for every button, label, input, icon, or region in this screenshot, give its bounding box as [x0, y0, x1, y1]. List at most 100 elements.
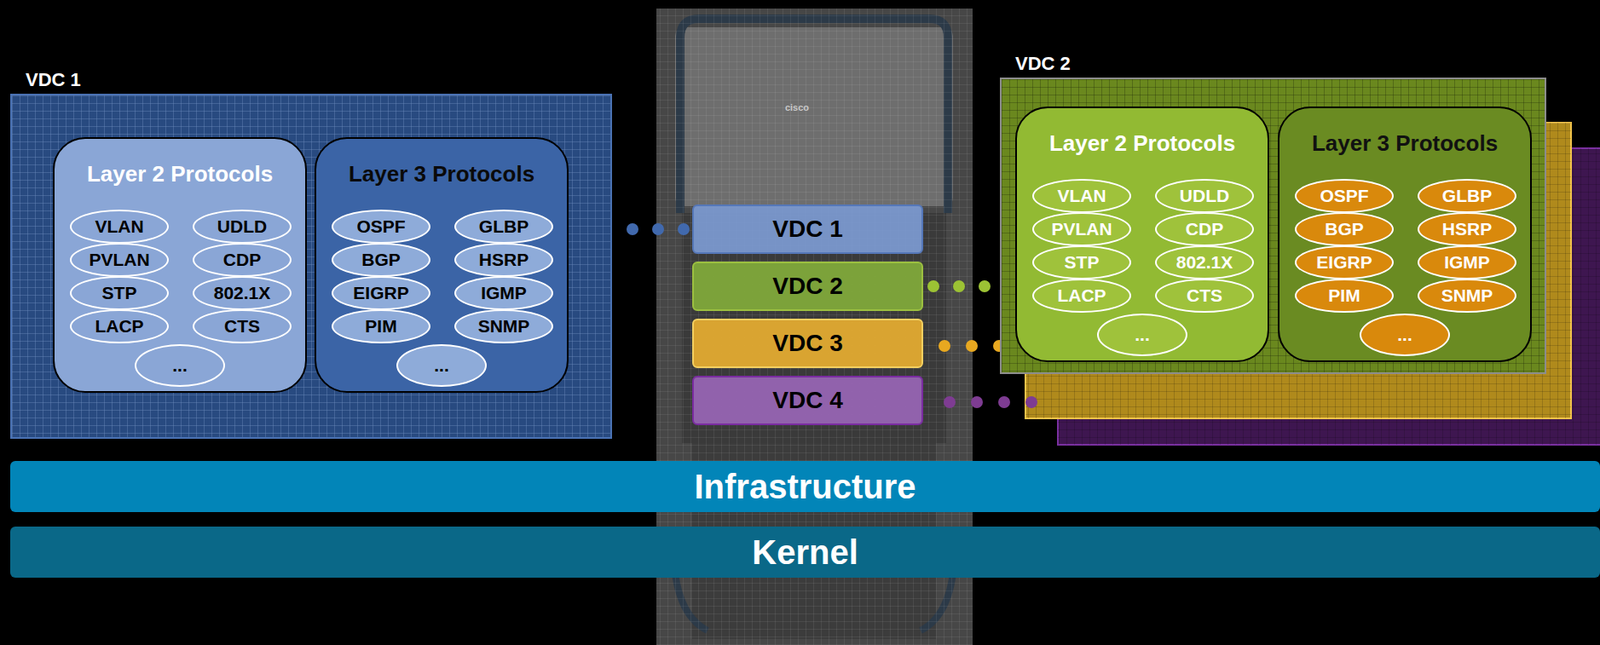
- protocol-group: Layer 2 ProtocolsVLAN UDLD PVLAN CDP STP 802.…: [1015, 106, 1270, 363]
- protocol-ellipse: VLAN: [1032, 179, 1132, 214]
- protocol-ellipse: HSRP: [1417, 212, 1517, 247]
- dotted-connector: [622, 223, 684, 236]
- protocol-name: PIM: [1328, 285, 1360, 307]
- protocol-name: IGMP: [1444, 252, 1491, 273]
- protocol-ellipse: ...: [396, 344, 487, 388]
- layer-label: Infrastructure: [693, 467, 916, 507]
- group-heading: Layer 3 Protocols: [1279, 108, 1531, 156]
- protocol-ellipse: IGMP: [1417, 245, 1517, 280]
- protocol-ellipse: CTS: [192, 309, 292, 344]
- protocol-ellipse: STP: [1032, 245, 1132, 280]
- protocol-ellipse: VLAN: [69, 209, 169, 244]
- protocol-name: VLAN: [94, 216, 144, 237]
- dotted-connector: [933, 280, 992, 293]
- protocol-ellipse: CDP: [192, 242, 292, 278]
- protocol-name: BGP: [361, 249, 401, 271]
- panel-label: VDC 1: [25, 69, 624, 92]
- protocol-name: EIGRP: [1316, 252, 1372, 273]
- protocol-name: PIM: [364, 316, 397, 337]
- protocol-name: HSRP: [479, 249, 529, 271]
- protocol-ellipse: SNMP: [1417, 278, 1517, 313]
- protocol-name: 802.1X: [1176, 252, 1234, 273]
- protocol-ellipse: ...: [1359, 313, 1450, 357]
- protocol-name: UDLD: [217, 216, 267, 237]
- vdc-panel: VDC 1Layer 2 ProtocolsVLANUDLDPVLANCDPST…: [10, 93, 613, 439]
- protocol-name: GLBP: [1442, 185, 1492, 207]
- protocol-ellipse: OSPF: [331, 209, 431, 244]
- protocol-ellipse: ...: [1097, 313, 1188, 357]
- protocol-name: ...: [172, 355, 188, 376]
- group-heading: Layer 3 Protocols: [316, 138, 567, 187]
- slot-label: VDC 3: [772, 329, 843, 358]
- group-heading: Layer 2 Protocols: [54, 138, 306, 187]
- protocol-ellipse: LACP: [1032, 278, 1132, 313]
- protocol-name: ...: [433, 355, 450, 376]
- protocol-name: STP: [102, 283, 138, 304]
- protocol-ellipse: SNMP: [454, 309, 554, 344]
- protocol-name: CTS: [224, 316, 260, 337]
- protocol-group: Layer 2 ProtocolsVLAN UDLD PVLAN CDP STP 802.…: [52, 137, 307, 393]
- vdc-slot: VDC 2: [692, 261, 924, 312]
- protocol-name: CDP: [223, 249, 261, 271]
- logo-text: cisco: [785, 102, 809, 113]
- panel-label: VDC 2: [1015, 52, 1559, 76]
- protocol-name: 802.1X: [213, 283, 272, 304]
- protocol-ellipse: PVLAN: [1032, 212, 1132, 247]
- protocol-name: CDP: [1185, 219, 1224, 240]
- protocol-name: SNMP: [1441, 285, 1494, 307]
- protocol-ellipse: UDLD: [192, 209, 292, 244]
- protocol-ellipse: 802.1X: [192, 276, 292, 311]
- protocol-name: PVLAN: [88, 249, 150, 271]
- protocol-name: HSRP: [1442, 219, 1492, 240]
- protocol-ellipse: CDP: [1155, 212, 1254, 247]
- protocol-ellipse: HSRP: [454, 242, 554, 278]
- layer-label: Kernel: [751, 533, 859, 572]
- protocol-name: LACP: [1057, 285, 1106, 307]
- protocol-ellipse: UDLD: [1155, 179, 1254, 214]
- logo-label: cisco: [771, 102, 823, 113]
- software-layer: Kernel: [10, 526, 1600, 578]
- protocol-name: IGMP: [480, 283, 527, 304]
- protocol-name: OSPF: [1319, 185, 1369, 207]
- protocol-ellipse: EIGRP: [1294, 245, 1394, 280]
- protocol-name: VLAN: [1057, 185, 1106, 207]
- protocol-name: CTS: [1186, 285, 1223, 307]
- protocol-name: GLBP: [479, 216, 529, 237]
- protocol-name: UDLD: [1179, 185, 1230, 207]
- vdc-slot: VDC 4: [692, 375, 924, 426]
- protocol-ellipse: LACP: [69, 309, 169, 344]
- protocol-name: LACP: [94, 316, 144, 337]
- protocol-ellipse: PIM: [331, 309, 431, 344]
- protocol-name: ...: [1134, 324, 1150, 346]
- protocol-group: Layer 3 ProtocolsOSPF GLBP BGP HSRP EIGRP IGM…: [314, 137, 569, 393]
- protocol-ellipse: PVLAN: [69, 242, 169, 278]
- protocol-ellipse: OSPF: [1294, 179, 1394, 214]
- vdc-panel: VDC 2Layer 2 ProtocolsVLANUDLDPVLANCDPST…: [999, 77, 1547, 375]
- protocol-ellipse: 802.1X: [1155, 245, 1254, 280]
- protocol-ellipse: IGMP: [454, 276, 554, 311]
- protocol-ellipse: ...: [134, 344, 226, 388]
- protocol-ellipse: GLBP: [454, 209, 554, 244]
- protocol-name: PVLAN: [1051, 219, 1112, 240]
- slot-label: VDC 2: [772, 272, 843, 301]
- software-layer: Infrastructure: [10, 461, 1600, 513]
- protocol-ellipse: BGP: [331, 242, 431, 278]
- protocol-ellipse: CTS: [1155, 278, 1254, 313]
- protocol-ellipse: STP: [69, 276, 169, 311]
- protocol-name: OSPF: [356, 216, 405, 237]
- protocol-ellipse: EIGRP: [331, 276, 431, 311]
- protocol-ellipse: BGP: [1294, 212, 1394, 247]
- protocol-name: STP: [1064, 252, 1100, 273]
- vdc-slot: VDC 1: [692, 204, 924, 255]
- protocol-name: SNMP: [478, 316, 531, 337]
- protocol-name: EIGRP: [352, 283, 409, 304]
- protocol-ellipse: GLBP: [1417, 179, 1517, 214]
- group-heading: Layer 2 Protocols: [1016, 108, 1268, 156]
- protocol-group: Layer 3 ProtocolsOSPF GLBP BGP HSRP EIGRP IGM…: [1277, 106, 1532, 363]
- vdc-slot: VDC 3: [692, 318, 924, 369]
- slot-label: VDC 1: [772, 215, 843, 243]
- protocol-ellipse: PIM: [1294, 278, 1394, 313]
- protocol-name: BGP: [1324, 219, 1364, 240]
- slot-label: VDC 4: [772, 387, 843, 415]
